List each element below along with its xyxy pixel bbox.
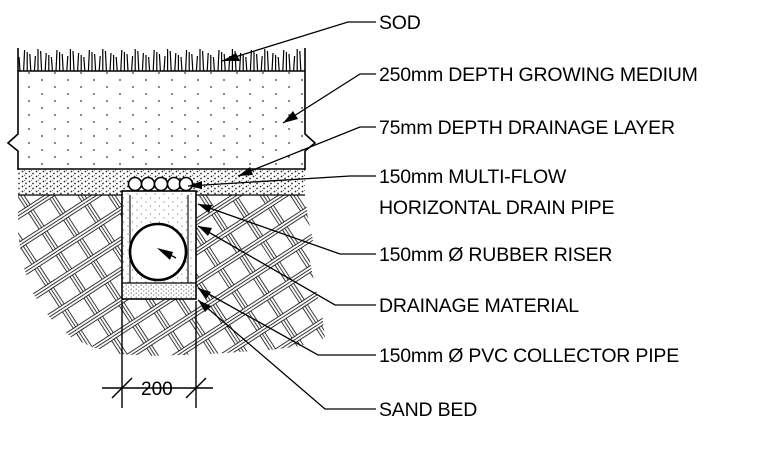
callout-labels: SOD 250mm DEPTH GROWING MEDIUM 75mm DEPT… [379, 12, 698, 421]
label-growing-medium: 250mm DEPTH GROWING MEDIUM [379, 64, 698, 86]
leader-lines [164, 21, 376, 410]
dimension-value: 200 [141, 379, 173, 400]
label-sand-bed: SAND BED [379, 399, 477, 421]
label-drainage-layer: 75mm DEPTH DRAINAGE LAYER [379, 117, 675, 139]
trench-width-dimension [102, 301, 213, 408]
growing-medium-layer [6, 48, 317, 170]
label-rubber-riser: 150mm Ø RUBBER RISER [379, 244, 612, 266]
label-sod: SOD [379, 12, 421, 34]
label-drainage-material: DRAINAGE MATERIAL [379, 295, 579, 317]
leader-arrowheads [157, 53, 298, 312]
label-collector-pipe: 150mm Ø PVC COLLECTOR PIPE [379, 345, 679, 367]
multiflow-pipe [127, 176, 194, 192]
sod-grass [18, 49, 302, 72]
collector-pipe [128, 222, 188, 282]
label-multiflow-line1: 150mm MULTI-FLOW [379, 166, 567, 188]
label-multiflow-line2: HORIZONTAL DRAIN PIPE [379, 197, 614, 219]
